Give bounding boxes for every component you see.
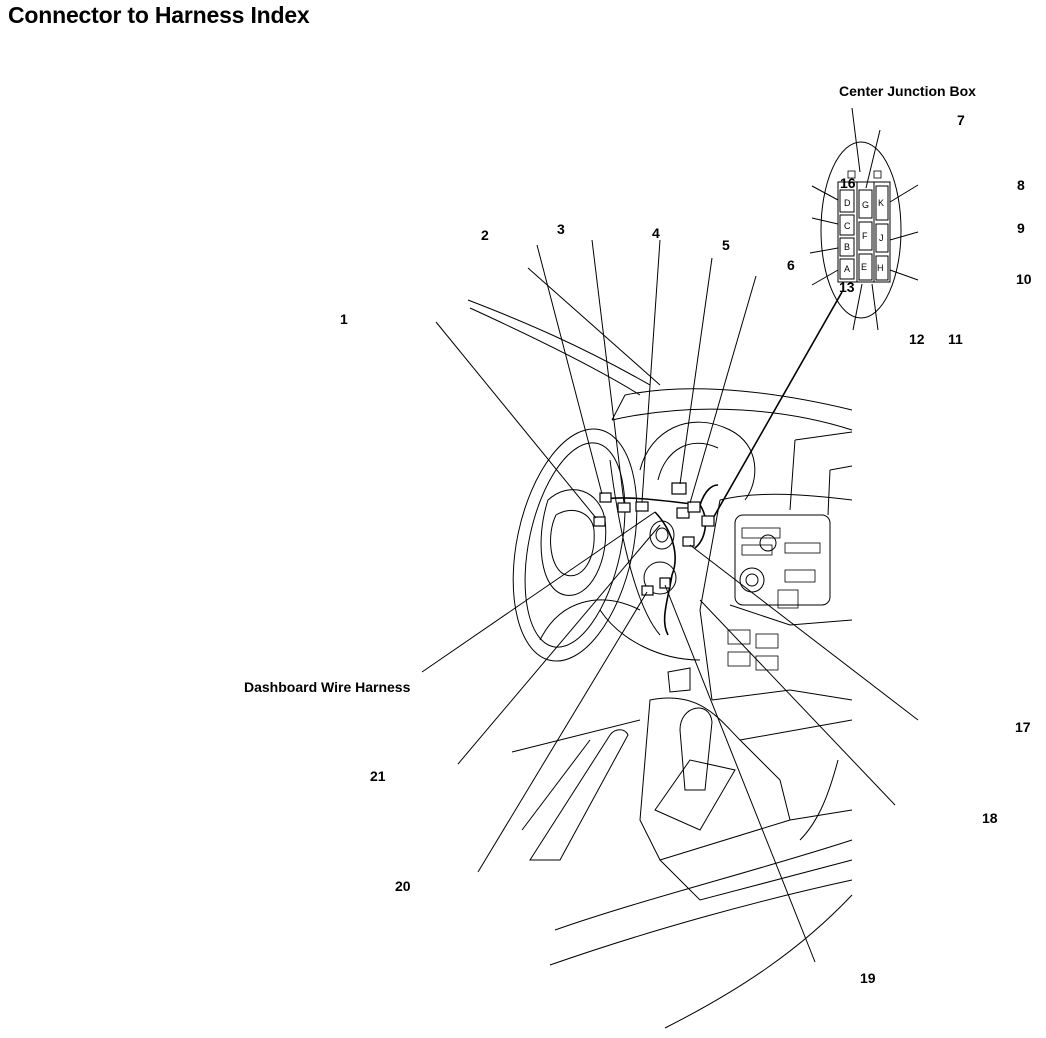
callout-4: 4	[652, 225, 660, 241]
callout-13: 13	[839, 279, 855, 295]
dashboard-wire-harness-label: Dashboard Wire Harness	[244, 679, 411, 695]
pin-c: C	[844, 221, 851, 231]
callout-7: 7	[957, 112, 965, 128]
pin-j: J	[879, 233, 884, 243]
pin-e: E	[861, 262, 867, 272]
callout-3: 3	[557, 221, 565, 237]
callout-10: 10	[1016, 271, 1032, 287]
pin-g: G	[862, 200, 869, 210]
callout-12: 12	[909, 331, 925, 347]
callout-16: 16	[840, 175, 856, 191]
leader-lines	[421, 239, 919, 963]
callout-9: 9	[1017, 220, 1025, 236]
callout-18: 18	[982, 810, 998, 826]
dashboard-wire-harness	[599, 291, 843, 636]
callout-21: 21	[370, 768, 386, 784]
dashboard-line-art	[467, 267, 853, 1029]
pin-b: B	[844, 242, 850, 252]
callout-1: 1	[340, 311, 348, 327]
callout-17: 17	[1015, 719, 1031, 735]
callout-11: 11	[948, 331, 963, 347]
callout-2: 2	[481, 227, 489, 243]
pin-a: A	[844, 264, 850, 274]
pin-k: K	[878, 198, 884, 208]
callout-6: 6	[787, 257, 795, 273]
callout-8: 8	[1017, 177, 1025, 193]
harness-connectors	[593, 482, 715, 596]
callout-19: 19	[860, 970, 876, 986]
callout-20: 20	[395, 878, 411, 894]
center-junction-box: D C B A G F E K J H	[809, 107, 919, 331]
center-junction-box-label: Center Junction Box	[839, 83, 976, 99]
pin-d: D	[844, 198, 851, 208]
callout-5: 5	[722, 237, 730, 253]
page-title: Connector to Harness Index	[8, 2, 310, 28]
pin-f: F	[862, 231, 868, 241]
pin-h: H	[877, 263, 884, 273]
